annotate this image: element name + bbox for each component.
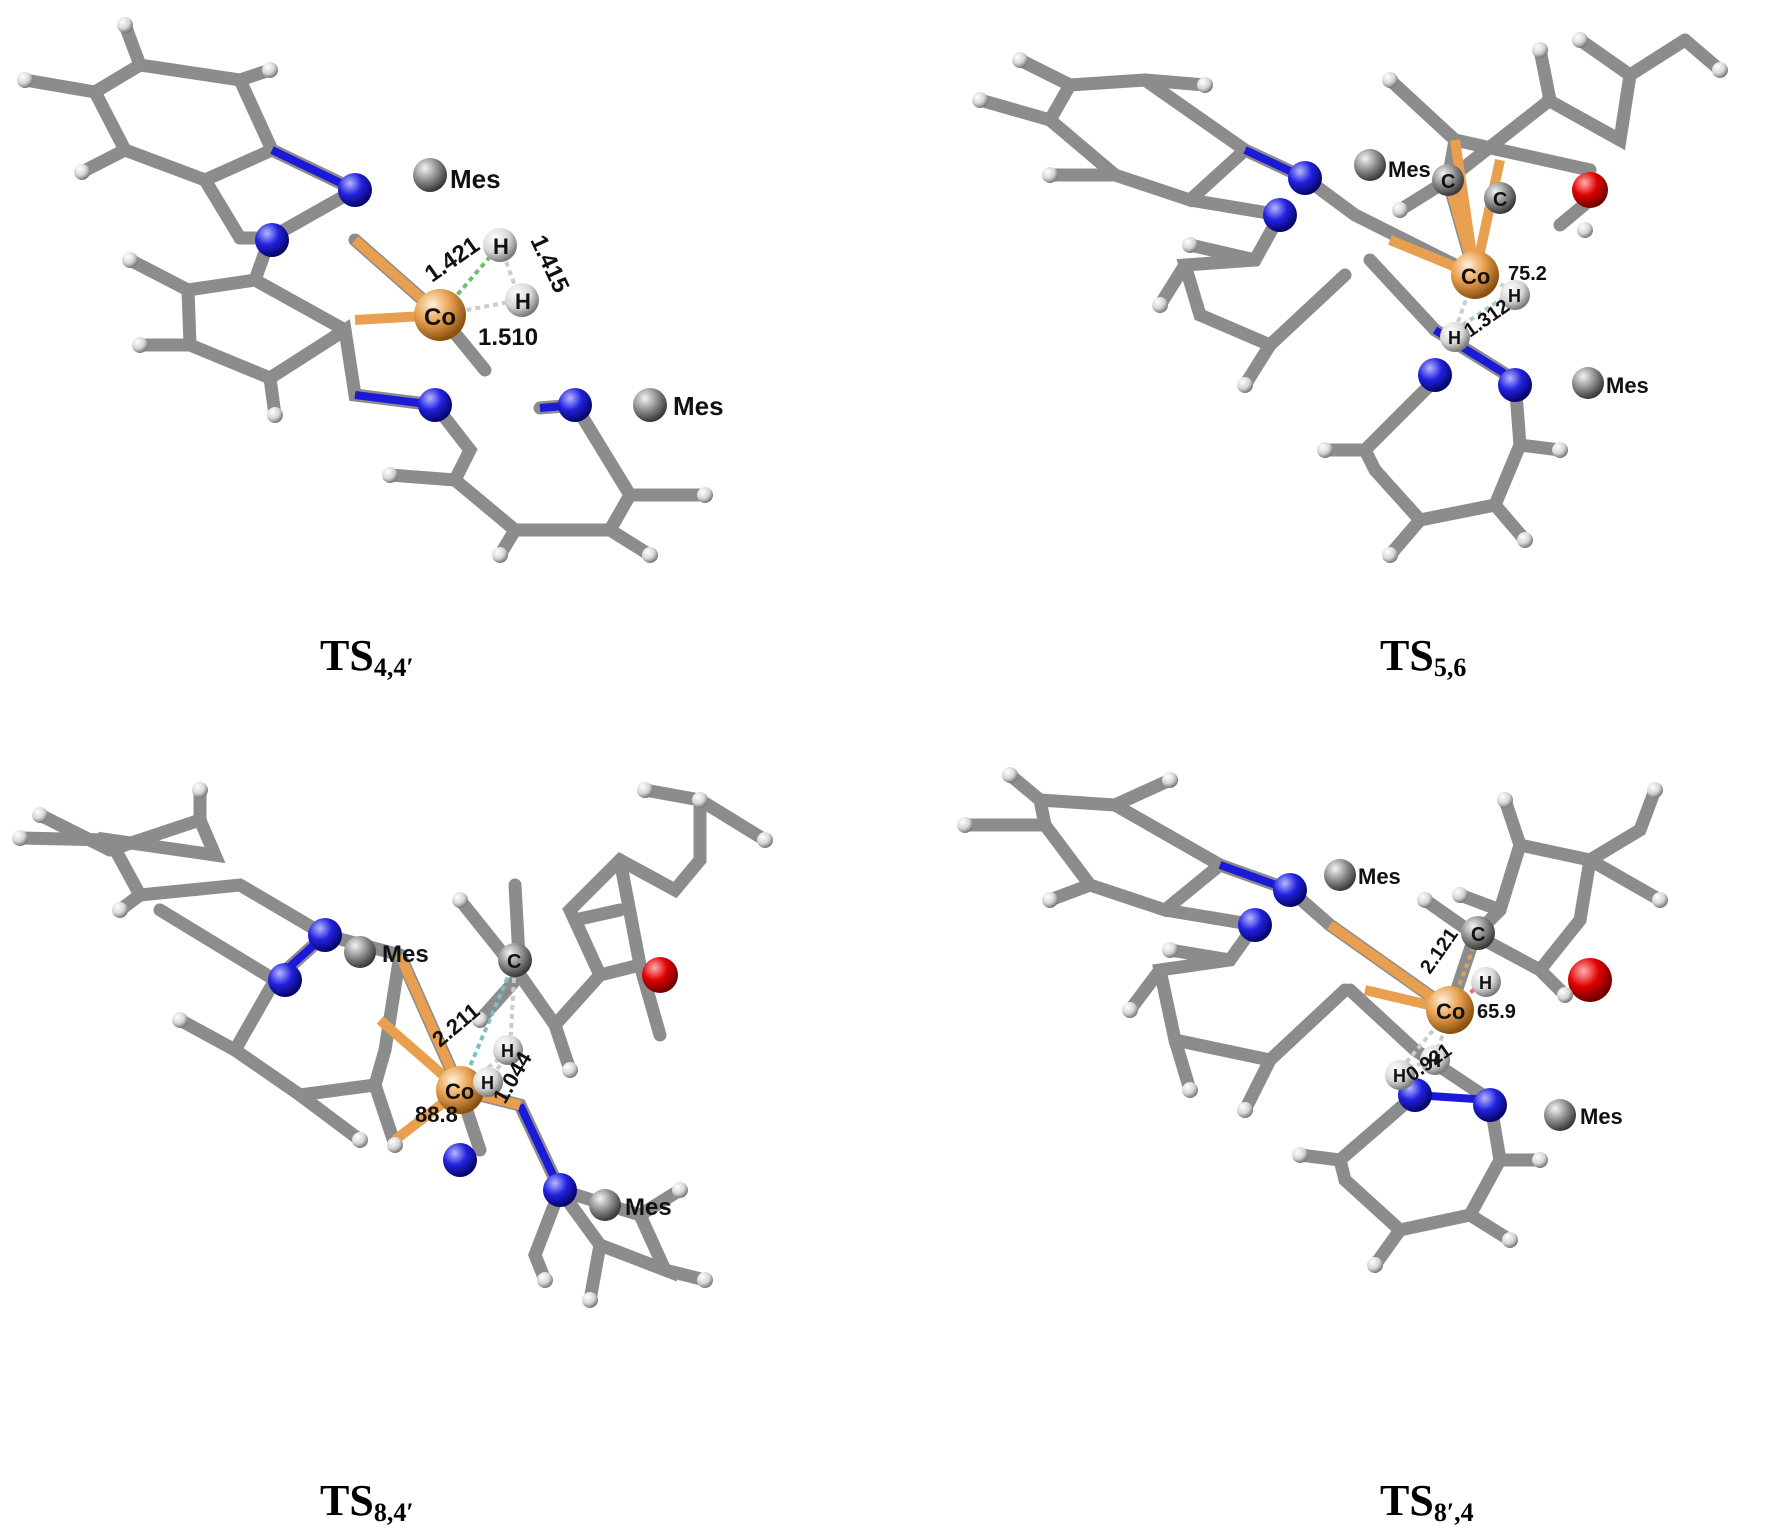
carbon-label-1: C xyxy=(507,951,521,973)
mes-label-1: Mes xyxy=(1388,157,1431,182)
cobalt-label: Co xyxy=(445,1079,474,1104)
distance-label-1: 2.121 xyxy=(1416,924,1463,978)
caption-ts84: TS8,4′ xyxy=(320,1476,414,1527)
hydrogen-label-1: H xyxy=(1508,286,1521,306)
hydrogen-label-1: H xyxy=(493,234,509,259)
carbon-label-1: C xyxy=(1441,171,1455,193)
molecule-ts84: Mes Mes C Co H H 2.211 1.044 88.8 xyxy=(12,782,773,1308)
mes-label-1: Mes xyxy=(382,941,429,968)
cobalt-label: Co xyxy=(1436,999,1465,1024)
angle-label-1: 88.8 xyxy=(415,1102,458,1127)
mes-label-2: Mes xyxy=(1580,1104,1623,1129)
molecule-ts44: Mes Mes Co H H 1.421 1.415 1.510 xyxy=(17,17,724,563)
panel-ts44: Mes Mes Co H H 1.421 1.415 1.510 TS4,4′ xyxy=(0,0,880,740)
molecule-ts84b: Mes Mes C Co H H H 2.121 65.9 0.921 xyxy=(957,767,1668,1273)
hydrogen-label-2: H xyxy=(481,1073,494,1093)
hydrogen-label-2: H xyxy=(515,289,531,314)
angle-label-1: 75.2 xyxy=(1508,263,1547,285)
hydrogen-label-2: H xyxy=(1428,1051,1441,1071)
hydrogen-label-1: H xyxy=(501,1041,514,1061)
mes-label-2: Mes xyxy=(673,391,724,421)
caption-ts84b: TS8′,4 xyxy=(1380,1476,1474,1527)
distance-label-1: 1.312 xyxy=(1460,295,1514,342)
panel-ts84b: Mes Mes C Co H H H 2.121 65.9 0.921 TS8′… xyxy=(900,760,1780,1527)
mes-label-2: Mes xyxy=(625,1194,672,1221)
angle-label-1: 65.9 xyxy=(1477,1001,1516,1023)
molecule-ts56: Mes Mes C C Co H H 75.2 1.312 xyxy=(972,32,1728,563)
mes-label-1: Mes xyxy=(1358,864,1401,889)
distance-label-1: 1.421 xyxy=(420,231,485,288)
mes-label-1: Mes xyxy=(450,164,501,194)
carbon-label-1: C xyxy=(1471,924,1485,946)
distance-label-3: 1.510 xyxy=(478,324,538,351)
caption-ts56: TS5,6 xyxy=(1380,631,1467,682)
mes-label-2: Mes xyxy=(1606,373,1649,398)
panel-ts56: Mes Mes C C Co H H 75.2 1.312 TS5,6 xyxy=(900,0,1780,740)
cobalt-label: Co xyxy=(1461,264,1490,289)
cobalt-label: Co xyxy=(424,304,456,331)
caption-ts44: TS4,4′ xyxy=(320,631,414,682)
hydrogen-label-3: H xyxy=(1393,1066,1406,1086)
hydrogen-label-2: H xyxy=(1448,328,1461,348)
panel-ts84: Mes Mes C Co H H 2.211 1.044 88.8 TS8,4′ xyxy=(0,760,880,1527)
carbon-label-2: C xyxy=(1493,189,1507,211)
hydrogen-label-1: H xyxy=(1479,973,1492,993)
